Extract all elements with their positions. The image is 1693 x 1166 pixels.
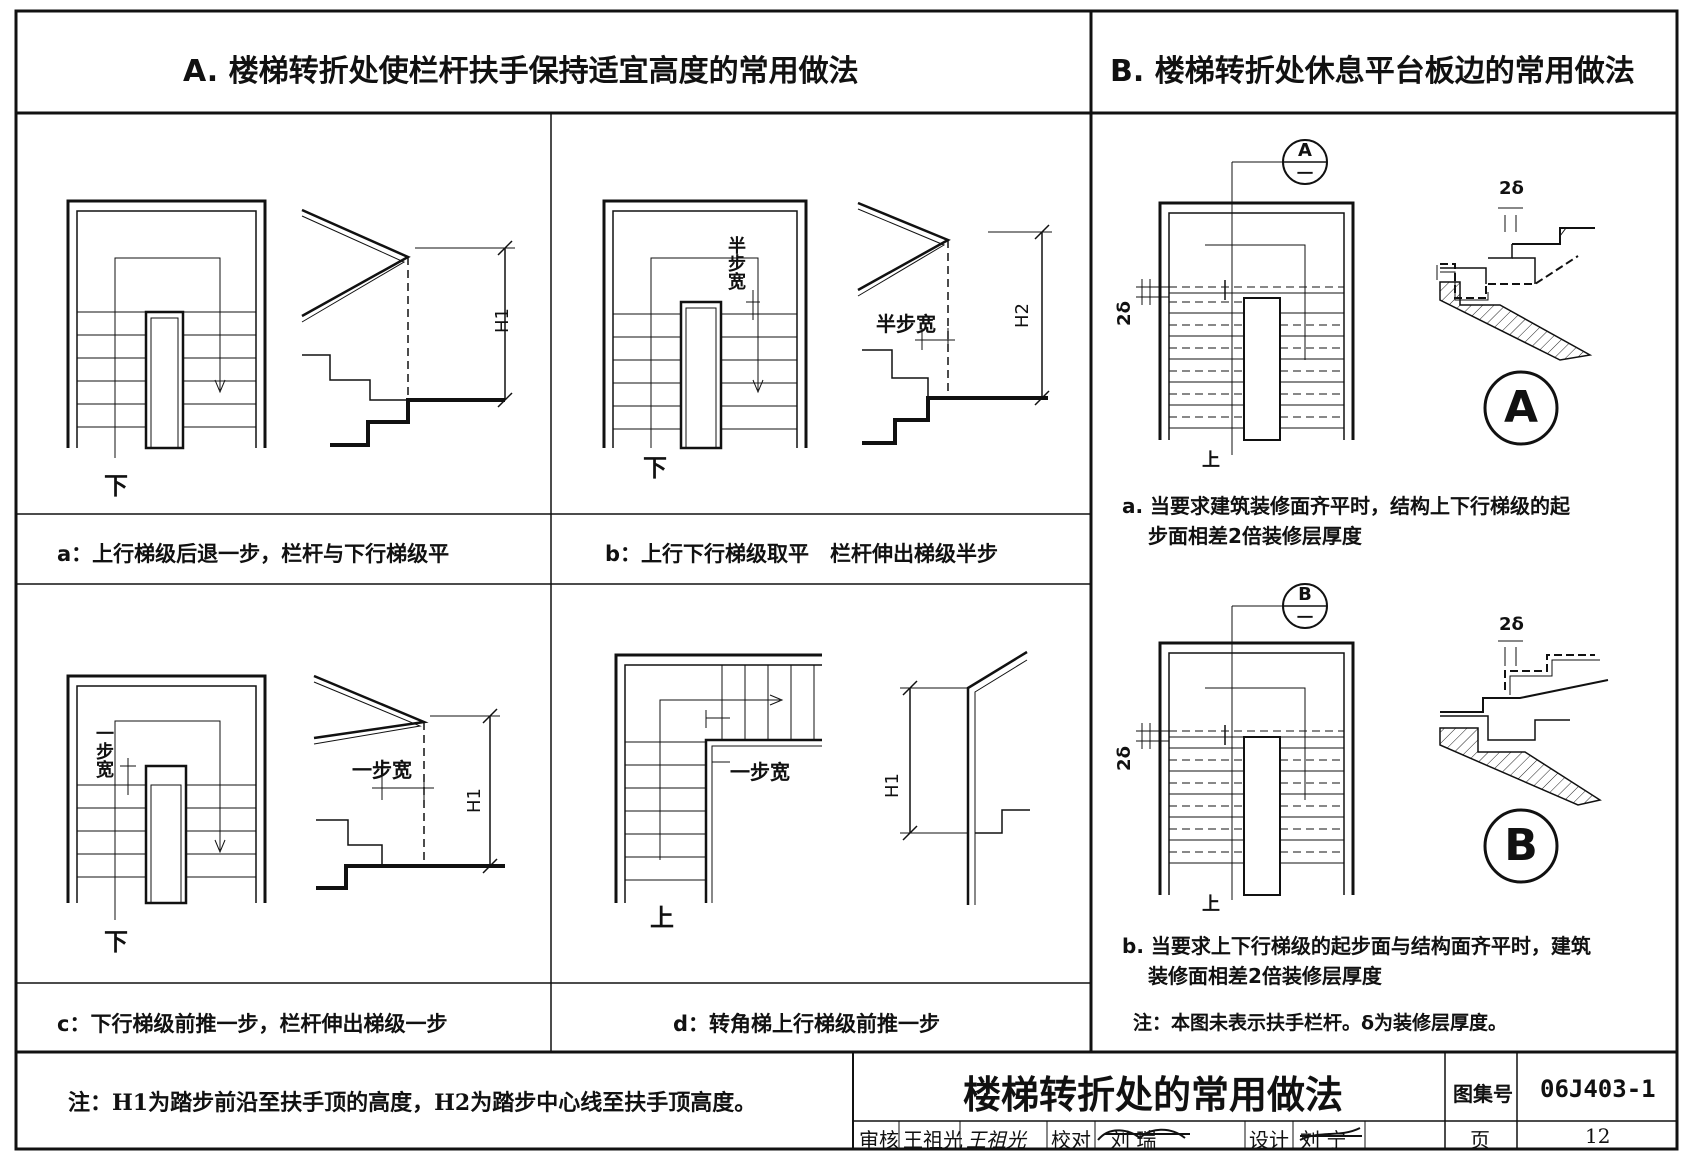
panel-d-caption: d：转角梯上行梯级前推一步	[673, 1012, 941, 1036]
detailB-callout-top: B	[1298, 584, 1312, 605]
title-block-check-name: 刘 瑞	[1110, 1128, 1157, 1152]
detailB-text-line2: 装修面相差2倍装修层厚度	[1148, 964, 1382, 988]
detailA-text-line2: 步面相差2倍装修层厚度	[1148, 524, 1362, 548]
panel-d-one-step: 一步宽	[730, 760, 790, 784]
panel-d-section	[900, 650, 1030, 905]
panel-d-plan	[614, 653, 822, 903]
detailA-text-line1: a. 当要求建筑装修面齐平时，结构上下行梯级的起	[1122, 494, 1571, 518]
detailA-callout-bottom: 一	[1296, 164, 1313, 183]
panel-a-caption: a：上行梯级后退一步，栏杆与下行梯级平	[57, 542, 450, 566]
title-block-review-name: 王祖光	[903, 1128, 963, 1152]
panel-c-down-label: 下	[104, 927, 128, 956]
detailA-callout-top: A	[1298, 140, 1312, 161]
title-block-page-label: 页	[1470, 1128, 1490, 1152]
title-block-title: 楼梯转折处的常用做法	[963, 1073, 1344, 1117]
check-signature	[1097, 1128, 1190, 1141]
bottom-note: 注：H1为踏步前沿至扶手顶的高度，H2为踏步中心线至扶手顶高度。	[68, 1090, 757, 1116]
detailA-up-label: 上	[1202, 450, 1220, 471]
panel-b-caption: b：上行下行梯级取平 栏杆伸出梯级半步	[605, 542, 999, 566]
panel-c-dim-label: H1	[464, 788, 485, 813]
panel-b-half-step-horizontal: 半步宽	[876, 312, 936, 336]
panel-a-section	[301, 208, 515, 447]
detailB-delta-side: 2δ	[1113, 746, 1135, 771]
detailB-section	[1439, 640, 1609, 884]
detailB-up-label: 上	[1202, 894, 1220, 915]
detailB-callout-bottom: 一	[1296, 608, 1313, 627]
section-b-note: 注：本图未表示扶手栏杆。δ为装修层厚度。	[1133, 1012, 1508, 1034]
detailA-delta-side: 2δ	[1113, 301, 1135, 326]
detailB-plan	[1136, 583, 1355, 900]
panel-d-up-label: 上	[650, 903, 674, 932]
panel-b-half-step-vertical: 半步宽	[725, 236, 746, 290]
detailA-plan	[1136, 139, 1355, 455]
title-block-review-signature: 王祖光	[966, 1128, 1026, 1152]
panel-b-dim-label: H2	[1012, 303, 1033, 328]
panel-c-one-step-vertical: 一步宽	[93, 724, 114, 778]
section-a-title: A. 楼梯转折处使栏杆扶手保持适宜高度的常用做法	[183, 54, 859, 89]
detailA-big-label: A	[1503, 382, 1539, 433]
detailA-section	[1436, 207, 1595, 446]
panel-b-plan	[602, 199, 808, 450]
title-block-design-name: 刘 宁	[1300, 1128, 1347, 1152]
title-block-atlas-code: 06J403-1	[1540, 1075, 1656, 1103]
panel-a-plan	[66, 199, 267, 458]
detailB-text-line1: b. 当要求上下行梯级的起步面与结构面齐平时，建筑	[1122, 934, 1591, 958]
panel-b-section	[857, 201, 1052, 445]
panel-d-dim-label: H1	[882, 773, 903, 798]
title-block-review-label: 审核	[859, 1128, 899, 1152]
panel-c-section	[313, 674, 505, 890]
title-block-page-number: 12	[1585, 1124, 1611, 1148]
panel-c-caption: c：下行梯级前推一步，栏杆伸出梯级一步	[57, 1012, 448, 1036]
title-block-check-label: 校对	[1051, 1128, 1091, 1152]
panel-a-dim-label: H1	[492, 308, 513, 333]
outer-frame	[14, 9, 1679, 1151]
design-signature	[1299, 1127, 1362, 1141]
detailB-big-label: B	[1504, 820, 1538, 871]
section-b-title: B. 楼梯转折处休息平台板边的常用做法	[1110, 54, 1635, 89]
detailA-delta-top: 2δ	[1499, 178, 1524, 199]
panel-b-down-label: 下	[643, 453, 667, 482]
detailB-delta-top: 2δ	[1499, 614, 1524, 635]
title-block-design-label: 设计	[1249, 1128, 1289, 1152]
panel-a-down-label: 下	[104, 471, 128, 500]
title-block-atlas-label: 图集号	[1453, 1082, 1513, 1106]
panel-c-one-step-horizontal: 一步宽	[352, 758, 412, 782]
panel-c-plan	[66, 674, 267, 920]
